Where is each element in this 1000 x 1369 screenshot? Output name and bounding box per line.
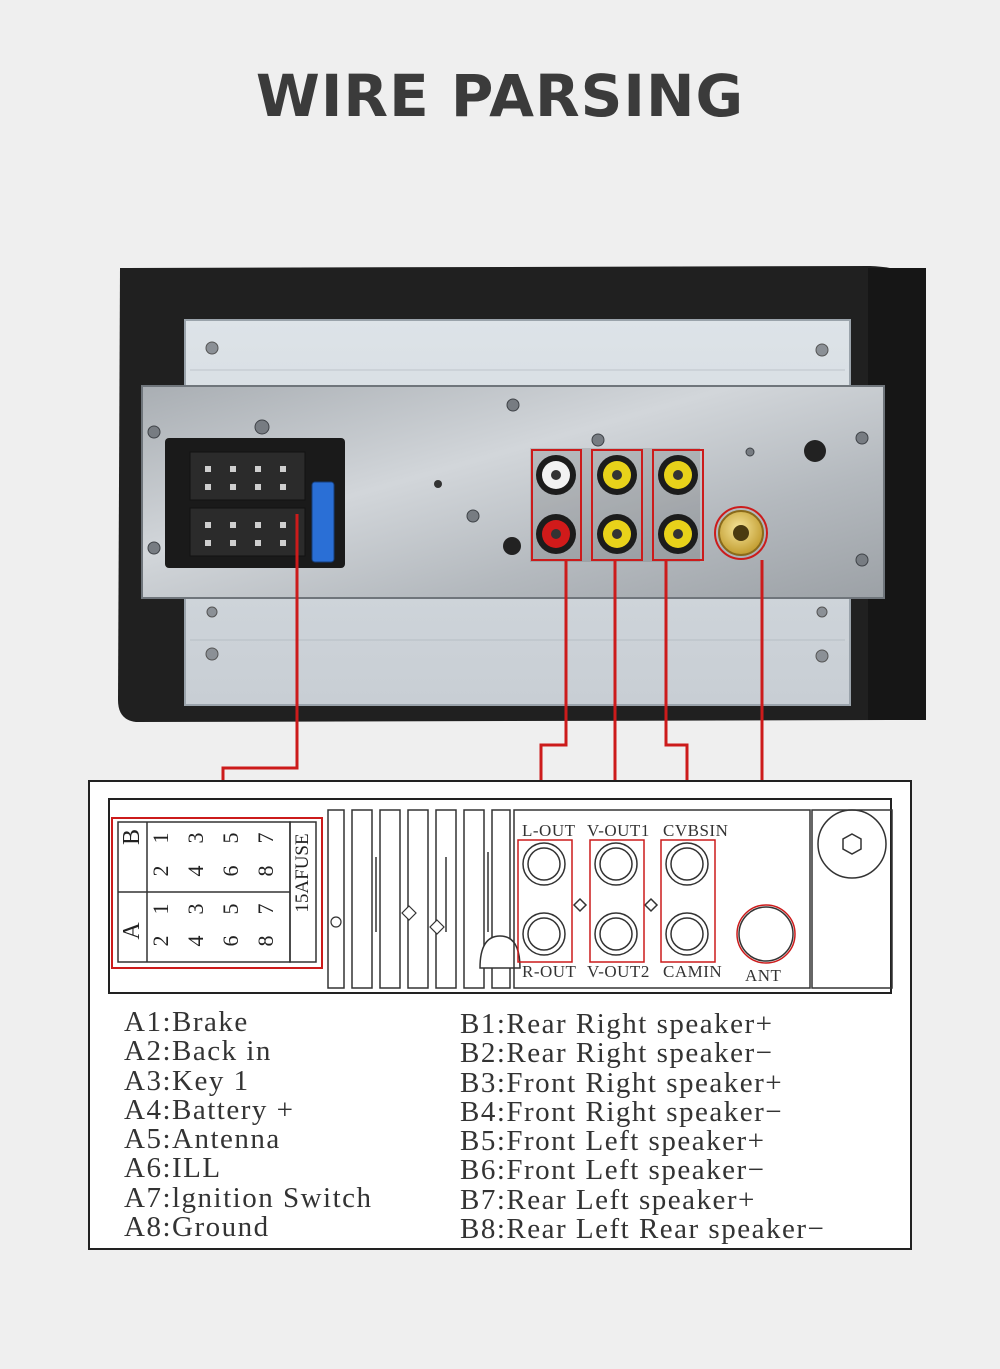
port-label-v-out2: V-OUT2 <box>587 962 650 981</box>
pin-b5: 5 <box>218 832 243 844</box>
port-label-camin: CAMIN <box>663 962 723 981</box>
fuse <box>311 481 335 563</box>
pin-a6: 6 <box>218 935 243 947</box>
pin-b7: 7 <box>253 832 278 844</box>
row-b-letter: B <box>119 829 145 846</box>
pin-b3: 3 <box>183 832 208 844</box>
legend-item-a2: A2:Back in <box>124 1035 272 1068</box>
pin-b1: 1 <box>148 832 173 844</box>
pin-a4: 4 <box>183 935 208 947</box>
pin-a3: 3 <box>183 903 208 915</box>
legend-item-b4: B4:Front Right speaker− <box>460 1095 784 1128</box>
legend-item-b7: B7:Rear Left speaker+ <box>460 1183 756 1216</box>
legend-item-a6: A6:ILL <box>124 1152 222 1185</box>
pin-a7: 7 <box>253 903 278 915</box>
rear-panel-outline <box>108 798 892 994</box>
legend-item-a1: A1:Brake <box>124 1006 249 1038</box>
schematic-drawing <box>111 809 893 989</box>
legend-item-b6: B6:Front Left speaker− <box>460 1154 766 1187</box>
pin-a8: 8 <box>253 935 278 947</box>
row-a-letter: A <box>119 922 145 940</box>
port-label-l-out: L-OUT <box>522 821 576 840</box>
pin-b4: 4 <box>183 865 208 877</box>
pin-b8: 8 <box>253 865 278 877</box>
legend-item-a4: A4:Battery + <box>124 1093 295 1126</box>
wiring-schematic: B A 1 3 5 7 2 4 6 8 1 3 5 7 2 4 6 8 15AF… <box>88 780 912 1250</box>
legend-b-pins: B1:Rear Right speaker+ B2:Rear Right spe… <box>460 1008 826 1246</box>
fuse-label: 15AFUSE <box>292 833 313 913</box>
head-unit-rear-photo <box>118 266 926 722</box>
port-label-cvbsin: CVBSIN <box>663 821 729 840</box>
port-label-v-out1: V-OUT1 <box>587 821 650 840</box>
rca-jacks <box>530 448 700 562</box>
legend-item-b3: B3:Front Right speaker+ <box>460 1066 784 1099</box>
pin-a1: 1 <box>148 903 173 915</box>
legend-item-a3: A3:Key 1 <box>124 1064 250 1097</box>
pin-a5: 5 <box>218 903 243 915</box>
port-label-ant: ANT <box>745 966 782 985</box>
legend-item-b2: B2:Rear Right speaker− <box>460 1037 774 1070</box>
legend-item-a8: A8:Ground <box>124 1211 270 1244</box>
legend-item-b8: B8:Rear Left Rear speaker− <box>460 1213 826 1246</box>
legend-item-b5: B5:Front Left speaker+ <box>460 1125 766 1158</box>
legend-item-b1: B1:Rear Right speaker+ <box>460 1008 774 1040</box>
legend-a-pins: A1:Brake A2:Back in A3:Key 1 A4:Battery … <box>124 1006 373 1244</box>
pin-b6: 6 <box>218 865 243 877</box>
pin-b2: 2 <box>148 865 173 877</box>
legend-item-a5: A5:Antenna <box>124 1123 281 1156</box>
page-title: WIRE PARSING <box>255 62 745 130</box>
pin-a2: 2 <box>148 935 173 947</box>
legend-item-a7: A7:lgnition Switch <box>124 1181 373 1214</box>
port-label-r-out: R-OUT <box>522 962 577 981</box>
